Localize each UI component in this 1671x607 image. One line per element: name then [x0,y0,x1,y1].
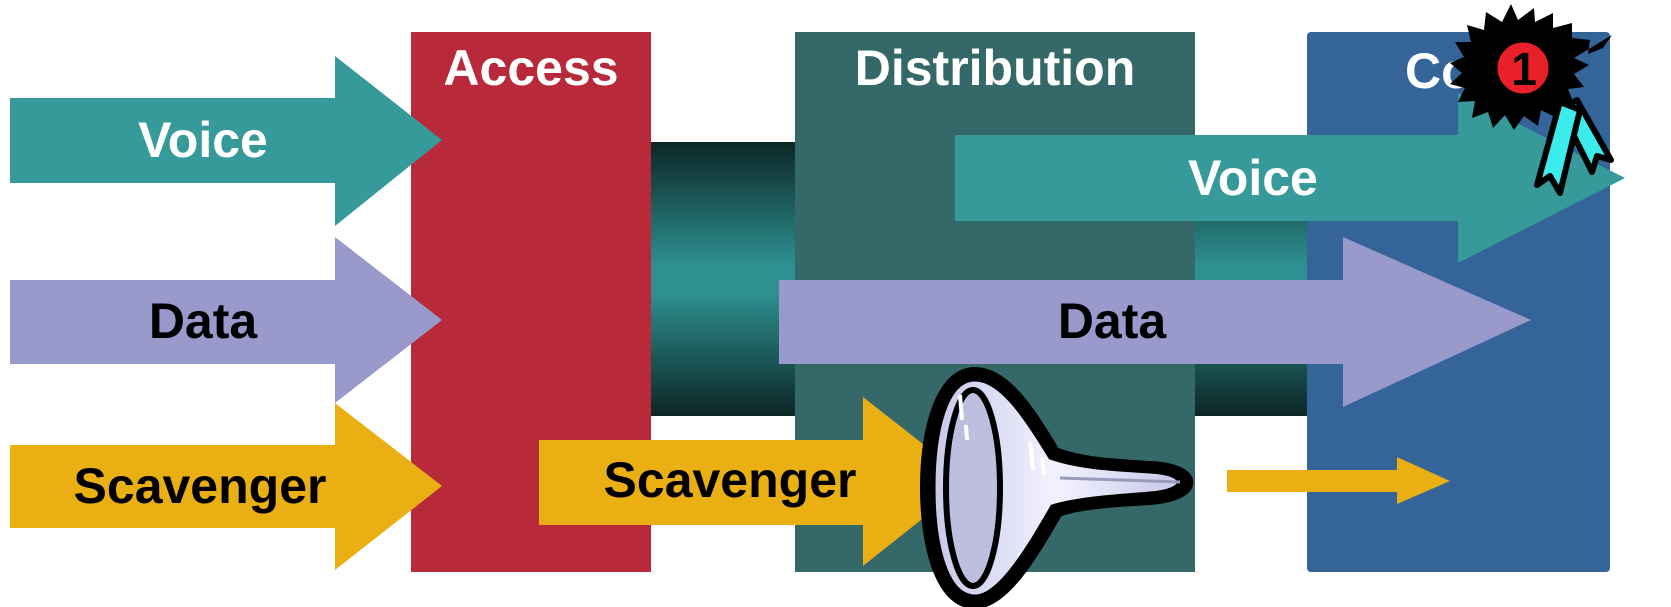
left-scavenger-label: Scavenger [74,458,327,514]
left-data-arrow [10,237,442,403]
distribution-layer-title: Distribution [855,40,1136,96]
award-number: 1 [1511,43,1537,95]
left-voice-arrow [10,56,442,226]
scavenger-path-arrow [539,397,970,566]
left-voice-label: Voice [138,112,268,168]
data-path-label: Data [1058,293,1168,349]
data-path-arrow [779,237,1531,407]
funnel-icon [920,367,1194,607]
pipe-segment-access-distribution [650,142,800,416]
left-scavenger-arrow [10,403,442,570]
left-data-label: Data [149,293,259,349]
award-ribbon-icon: 1 [1450,4,1614,196]
scavenger-path-label: Scavenger [604,452,857,508]
voice-path-label: Voice [1188,150,1318,206]
voice-path-arrow [955,93,1625,263]
scavenger-output-arrow [1227,457,1450,504]
access-layer-title: Access [443,40,618,96]
